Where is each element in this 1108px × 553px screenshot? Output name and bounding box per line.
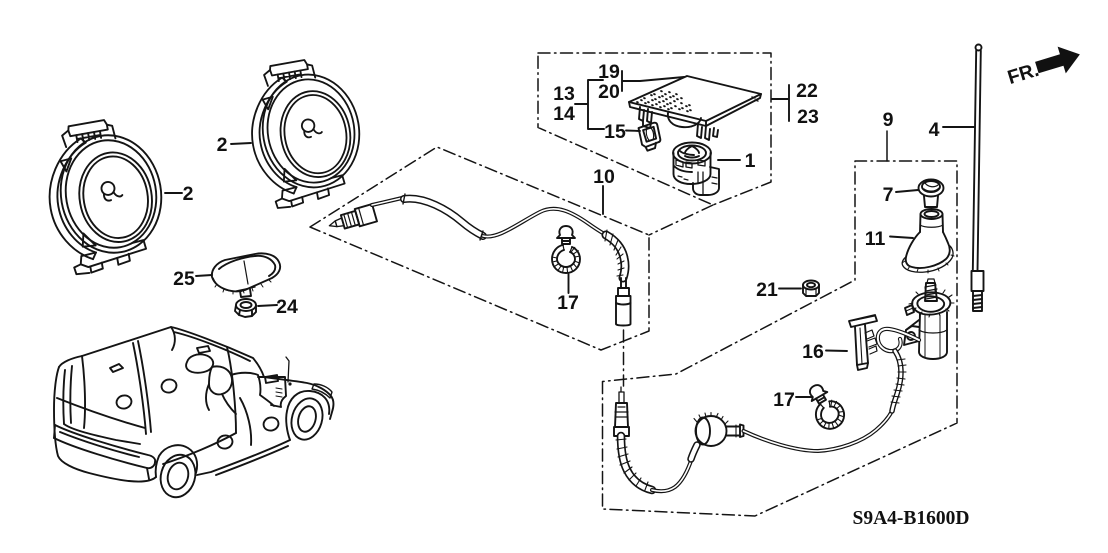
svg-text:13: 13 [553,83,575,105]
svg-text:25: 25 [173,268,195,290]
svg-text:7: 7 [883,184,894,206]
svg-text:16: 16 [802,341,824,363]
svg-text:17: 17 [773,389,795,411]
svg-text:22: 22 [796,80,818,102]
svg-text:10: 10 [593,166,615,188]
svg-text:1: 1 [745,150,756,172]
svg-text:2: 2 [217,134,228,156]
svg-text:2: 2 [183,183,194,205]
svg-text:11: 11 [865,228,886,250]
svg-text:4: 4 [929,119,940,141]
svg-text:20: 20 [598,81,620,103]
svg-text:9: 9 [883,109,894,131]
svg-text:21: 21 [756,279,778,301]
svg-text:15: 15 [604,121,626,143]
svg-text:14: 14 [553,103,575,125]
svg-text:FR.: FR. [1005,59,1041,89]
svg-text:23: 23 [797,106,819,128]
svg-text:19: 19 [598,61,620,83]
svg-text:S9A4-B1600D: S9A4-B1600D [852,508,969,529]
svg-text:17: 17 [557,292,579,314]
svg-text:24: 24 [276,296,298,318]
